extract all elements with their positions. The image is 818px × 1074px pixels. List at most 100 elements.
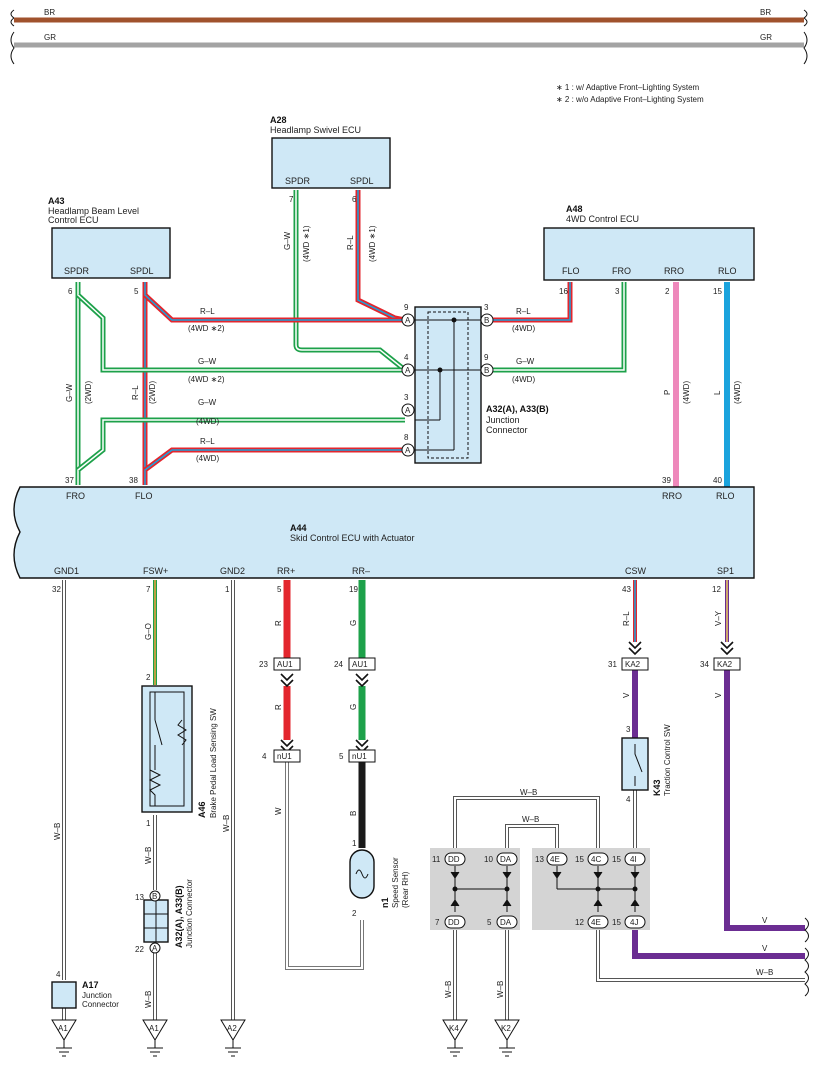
a43-name1: Headlamp Beam Level — [48, 206, 139, 216]
conn-au1a: AU1 — [277, 660, 293, 669]
ground-k4-label: K4 — [449, 1024, 459, 1033]
jc-a9-letter: A — [405, 316, 411, 325]
a43-pin-spdl: SPDL — [130, 266, 154, 276]
a46-brake-pedal-sw: 2 1 A46 Brake Pedal Load Sensing SW — [141, 673, 218, 828]
ground-k4: K4 — [442, 1019, 468, 1057]
jb-n10: 10 — [484, 855, 493, 864]
conn-au1a-num: 23 — [259, 660, 268, 669]
a44-pin-rrp: RR+ — [277, 566, 295, 576]
ground-k2-label: K2 — [501, 1024, 511, 1033]
a48-wire-p-cond: (4WD) — [682, 381, 691, 404]
a28-code: A28 — [270, 115, 287, 125]
jc-pin-a8: 8 — [404, 433, 409, 442]
a48-pin-16: 16 — [559, 287, 568, 296]
jc2-name: Junction Connector — [185, 879, 194, 948]
a17-code: A17 — [82, 980, 99, 990]
jc-pin-a3: 3 — [404, 393, 409, 402]
top-wires: BR BR GR GR — [10, 8, 808, 65]
a44-pin-32: 32 — [52, 585, 61, 594]
lbl-wb-k4: W–B — [444, 981, 453, 998]
h-r3c: (4WD) — [196, 417, 219, 426]
jb-4e-top: 4E — [550, 855, 560, 864]
jb-n15a: 15 — [575, 855, 584, 864]
n1-name1: Speed Sensor — [391, 857, 400, 908]
lbl-wb-top1: W–B — [520, 788, 537, 797]
a28-name: Headlamp Swivel ECU — [270, 125, 361, 135]
a48-4wd-control-ecu: A48 4WD Control ECU FLO FRO RRO RLO — [543, 204, 755, 281]
a44-pin-gnd2: GND2 — [220, 566, 245, 576]
a44-pin-39: 39 — [662, 476, 671, 485]
jc-name3: Connector — [486, 425, 528, 435]
jc-a4-letter: A — [405, 366, 411, 375]
a43-wire1-color: G–W — [65, 383, 74, 402]
a28-pin-6: 6 — [352, 195, 357, 204]
jb-n5: 5 — [487, 918, 492, 927]
k43-code: K43 — [652, 779, 662, 796]
lbl-v-right2: V — [762, 944, 768, 953]
a43-pin-spdr: SPDR — [64, 266, 90, 276]
a44-name: Skid Control ECU with Actuator — [290, 533, 415, 543]
a44-pin-sp1: SP1 — [717, 566, 734, 576]
ground-k2: K2 — [494, 1019, 520, 1057]
gr-label-right: GR — [760, 33, 772, 42]
lbl-wb3: W–B — [222, 815, 231, 832]
a46-name: Brake Pedal Load Sensing SW — [209, 708, 218, 818]
a48-pin-rro: RRO — [664, 266, 684, 276]
jc-pin-a9: 9 — [404, 303, 409, 312]
conn-au1b: AU1 — [352, 660, 368, 669]
h-b1c: (4WD) — [512, 324, 535, 333]
a43-pin-5: 5 — [134, 287, 139, 296]
a46-pin-2: 2 — [146, 673, 151, 682]
a43-wire2-color: R–L — [131, 385, 140, 400]
a44-pin-fsw: FSW+ — [143, 566, 168, 576]
a43-name2: Control ECU — [48, 215, 99, 225]
jb-4i-top: 4I — [630, 855, 637, 864]
a44-pin-43: 43 — [622, 585, 631, 594]
lbl-b: B — [349, 811, 358, 816]
upper-pin-numbers: 7 6 6 5 16 3 2 15 — [68, 195, 722, 296]
a48-wire-l-cond: (4WD) — [733, 381, 742, 404]
lbl-go: G–O — [144, 623, 153, 640]
note-2: ∗ 2 : w/o Adaptive Front–Lighting System — [556, 95, 704, 104]
a44-pin-40: 40 — [713, 476, 722, 485]
a44-pin-gnd1: GND1 — [54, 566, 79, 576]
a44-pin-csw: CSW — [625, 566, 647, 576]
gr-label-left: GR — [44, 33, 56, 42]
a48-wire-l: L — [713, 390, 722, 395]
conn-ka2b: KA2 — [717, 660, 733, 669]
k43-pin-3: 3 — [626, 725, 631, 734]
jc2-code: A32(A), A33(B) — [174, 885, 184, 948]
ground-a1b-label: A1 — [149, 1024, 159, 1033]
ground-a1-label: A1 — [58, 1024, 68, 1033]
jc-pin-b3: 3 — [484, 303, 489, 312]
a44-skid-control-ecu: 37 38 39 40 FRO FLO RRO RLO A44 Skid Con… — [13, 476, 755, 594]
a17-junction-connector: 4 A17 Junction Connector — [51, 970, 119, 1009]
a28-wire2-color: R–L — [346, 235, 355, 250]
h-r3: G–W — [198, 398, 217, 407]
n1-pin-2: 2 — [352, 909, 357, 918]
k43-pin-4: 4 — [626, 795, 631, 804]
lbl-v-right1: V — [762, 916, 768, 925]
a43-code: A43 — [48, 196, 65, 206]
a28-headlamp-swivel-ecu: A28 Headlamp Swivel ECU SPDR SPDL — [270, 115, 391, 189]
conn-ka2b-num: 34 — [700, 660, 709, 669]
ground-a2-label: A2 — [227, 1024, 237, 1033]
inline-connectors: AU1 23 AU1 24 nU1 4 nU1 5 KA2 31 KA2 34 — [259, 641, 741, 763]
lbl-wb-top2: W–B — [522, 815, 539, 824]
a44-pin-rlo: RLO — [716, 491, 735, 501]
jb-n7: 7 — [435, 918, 440, 927]
jb-dd-top: DD — [448, 855, 460, 864]
k43-name: Traction Control SW — [663, 724, 672, 796]
a17-name1: Junction — [82, 991, 112, 1000]
a48-pin-flo: FLO — [562, 266, 580, 276]
upper-harness — [75, 190, 730, 487]
n1-name2: (Rear RH) — [401, 871, 410, 908]
h-r1: R–L — [200, 307, 215, 316]
a17-name2: Connector — [82, 1000, 119, 1009]
lbl-wb-a1b: W–B — [144, 991, 153, 1008]
n1-speed-sensor: 1 2 n1 Speed Sensor (Rear RH) — [349, 839, 410, 918]
conn-nu1b-num: 5 — [339, 752, 344, 761]
jb-n12: 12 — [575, 918, 584, 927]
a48-pin-rlo: RLO — [718, 266, 737, 276]
lbl-vy: V–Y — [714, 610, 723, 626]
